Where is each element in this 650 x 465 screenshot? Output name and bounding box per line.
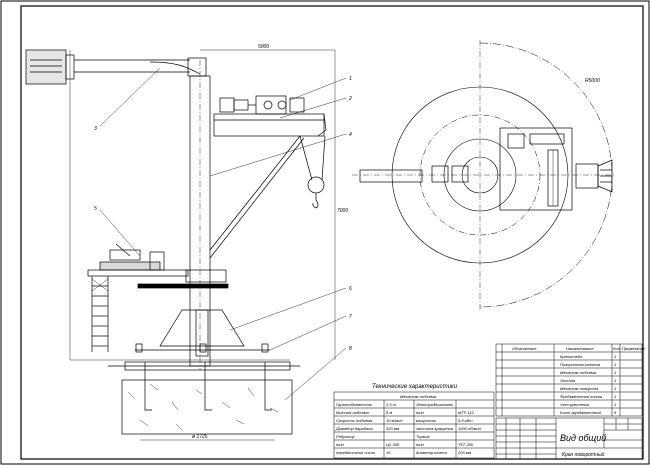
drawing-subtitle: Кран поворотный <box>562 451 605 458</box>
spec-table-cell: Механизм подъема <box>560 370 597 375</box>
tech-table-cell: Редуктор <box>336 434 355 439</box>
tech-table-cell: мощность <box>416 418 436 423</box>
spec-table-cell: Укосина <box>560 378 576 383</box>
drawing-title: Вид общий <box>560 433 606 443</box>
spec-col-designation: Обозначение <box>512 346 537 351</box>
spec-table-cell: 1 <box>614 394 616 399</box>
tech-table-cell: 320 мм <box>386 426 400 431</box>
tech-table-cell: 10 м/мин <box>386 418 403 423</box>
spec-table-cell: Болт фундаментный <box>560 410 602 415</box>
callout-6: 6 <box>349 286 352 292</box>
spec-table-cell: 1 <box>614 362 616 367</box>
ground-foundation <box>108 361 300 435</box>
title-block: Вид общий Кран поворотный <box>495 417 643 460</box>
spec-table-cell: Механизм поворота <box>560 386 599 391</box>
tech-table-cell: 5,8 кВт <box>458 418 473 423</box>
column <box>189 60 211 370</box>
tech-table-cell: частота вращения <box>416 426 454 431</box>
callout-2: 2 <box>348 96 352 102</box>
callout-5: 5 <box>94 206 97 212</box>
dim-height: 7000 <box>337 208 348 214</box>
dim-radius: R5000 <box>585 78 600 84</box>
top-view <box>352 40 615 310</box>
tech-table-cell: тип <box>416 442 425 447</box>
tech-table-cell: Грузоподъемность <box>336 402 372 407</box>
spec-col-qty: Кол. <box>613 346 621 351</box>
spec-table-cell: Фундаментная плита <box>560 394 603 399</box>
tech-table-cell: Электродвигатель <box>416 402 453 407</box>
dim-base: ø 1725 <box>192 434 208 440</box>
slewing-mechanism <box>99 243 229 289</box>
tech-table-cell: Высота подъема <box>336 410 370 415</box>
side-view <box>25 49 347 441</box>
wall-bracket <box>25 49 75 85</box>
spec-table-cell: 1 <box>614 354 616 359</box>
tech-table-caption: Технические характеристики <box>372 384 458 390</box>
tech-table-cell: диаметр колеса <box>416 450 448 455</box>
tech-table-cell: передаточное число <box>336 450 376 455</box>
spec-table-cell: 1 <box>614 386 616 391</box>
tech-table-cell: Диаметр барабана <box>335 426 373 431</box>
callout-numbers: 1 2 3 4 5 6 7 8 <box>94 76 352 352</box>
callout-3: 3 <box>94 126 97 132</box>
tech-table-cell: тип <box>416 410 425 415</box>
tech-table-header: Механизм подъема <box>400 394 437 399</box>
callout-4: 4 <box>349 132 352 138</box>
tie-rod <box>74 57 207 77</box>
hook-assembly <box>299 135 326 209</box>
callout-7: 7 <box>349 314 352 320</box>
tech-table-cell: тип <box>336 442 345 447</box>
tech-table-cell: 8 м <box>386 410 392 415</box>
dim-jib-length: 5000 <box>258 44 269 50</box>
callout-leaders <box>99 67 347 401</box>
tech-table-cell: МТF-112 <box>458 410 475 415</box>
spec-table-cell: Поворотная колонна <box>560 362 601 367</box>
spec-table: Обозначение Наименование Кол. Примечание… <box>495 343 646 417</box>
spec-table-cell: 1 <box>614 378 616 383</box>
maintenance-platform <box>87 269 189 352</box>
tech-table-rows: Грузоподъемность 2,5 т ЭлектродвигательВыс… <box>335 402 482 455</box>
tech-table-cell: 2,5 т <box>385 402 397 407</box>
spec-table-cell: 8 <box>614 410 617 415</box>
strut <box>209 135 305 259</box>
spec-table-cell: Узел крепления <box>560 402 590 407</box>
spec-table-cell: Кронштейн <box>560 354 583 359</box>
tech-table-cell: 200 мм <box>457 450 472 455</box>
foundation-pedestal <box>135 309 270 357</box>
tech-table-cell: Скорость подъема <box>336 418 373 423</box>
spec-col-name: Наименование <box>566 346 594 351</box>
tech-table-cell: Ц2-350 <box>386 442 400 447</box>
spec-table-cell: 1 <box>614 370 616 375</box>
tech-table-cell: 1000 об/мин <box>458 426 482 431</box>
tech-table-cell: ТКТ-200 <box>458 442 474 447</box>
spec-col-note: Примечание <box>622 346 646 351</box>
callout-8: 8 <box>349 346 352 352</box>
tech-table: Технические характеристики Механизм подъ… <box>333 384 495 459</box>
tech-table-cell: Тормоз <box>416 434 430 439</box>
spec-table-cell: 1 <box>614 402 616 407</box>
tech-table-cell: 16 <box>386 450 391 455</box>
hoist-mechanism <box>219 95 305 115</box>
jib-beam <box>213 113 327 137</box>
dimension-lines <box>69 49 336 441</box>
callout-1: 1 <box>349 76 352 82</box>
